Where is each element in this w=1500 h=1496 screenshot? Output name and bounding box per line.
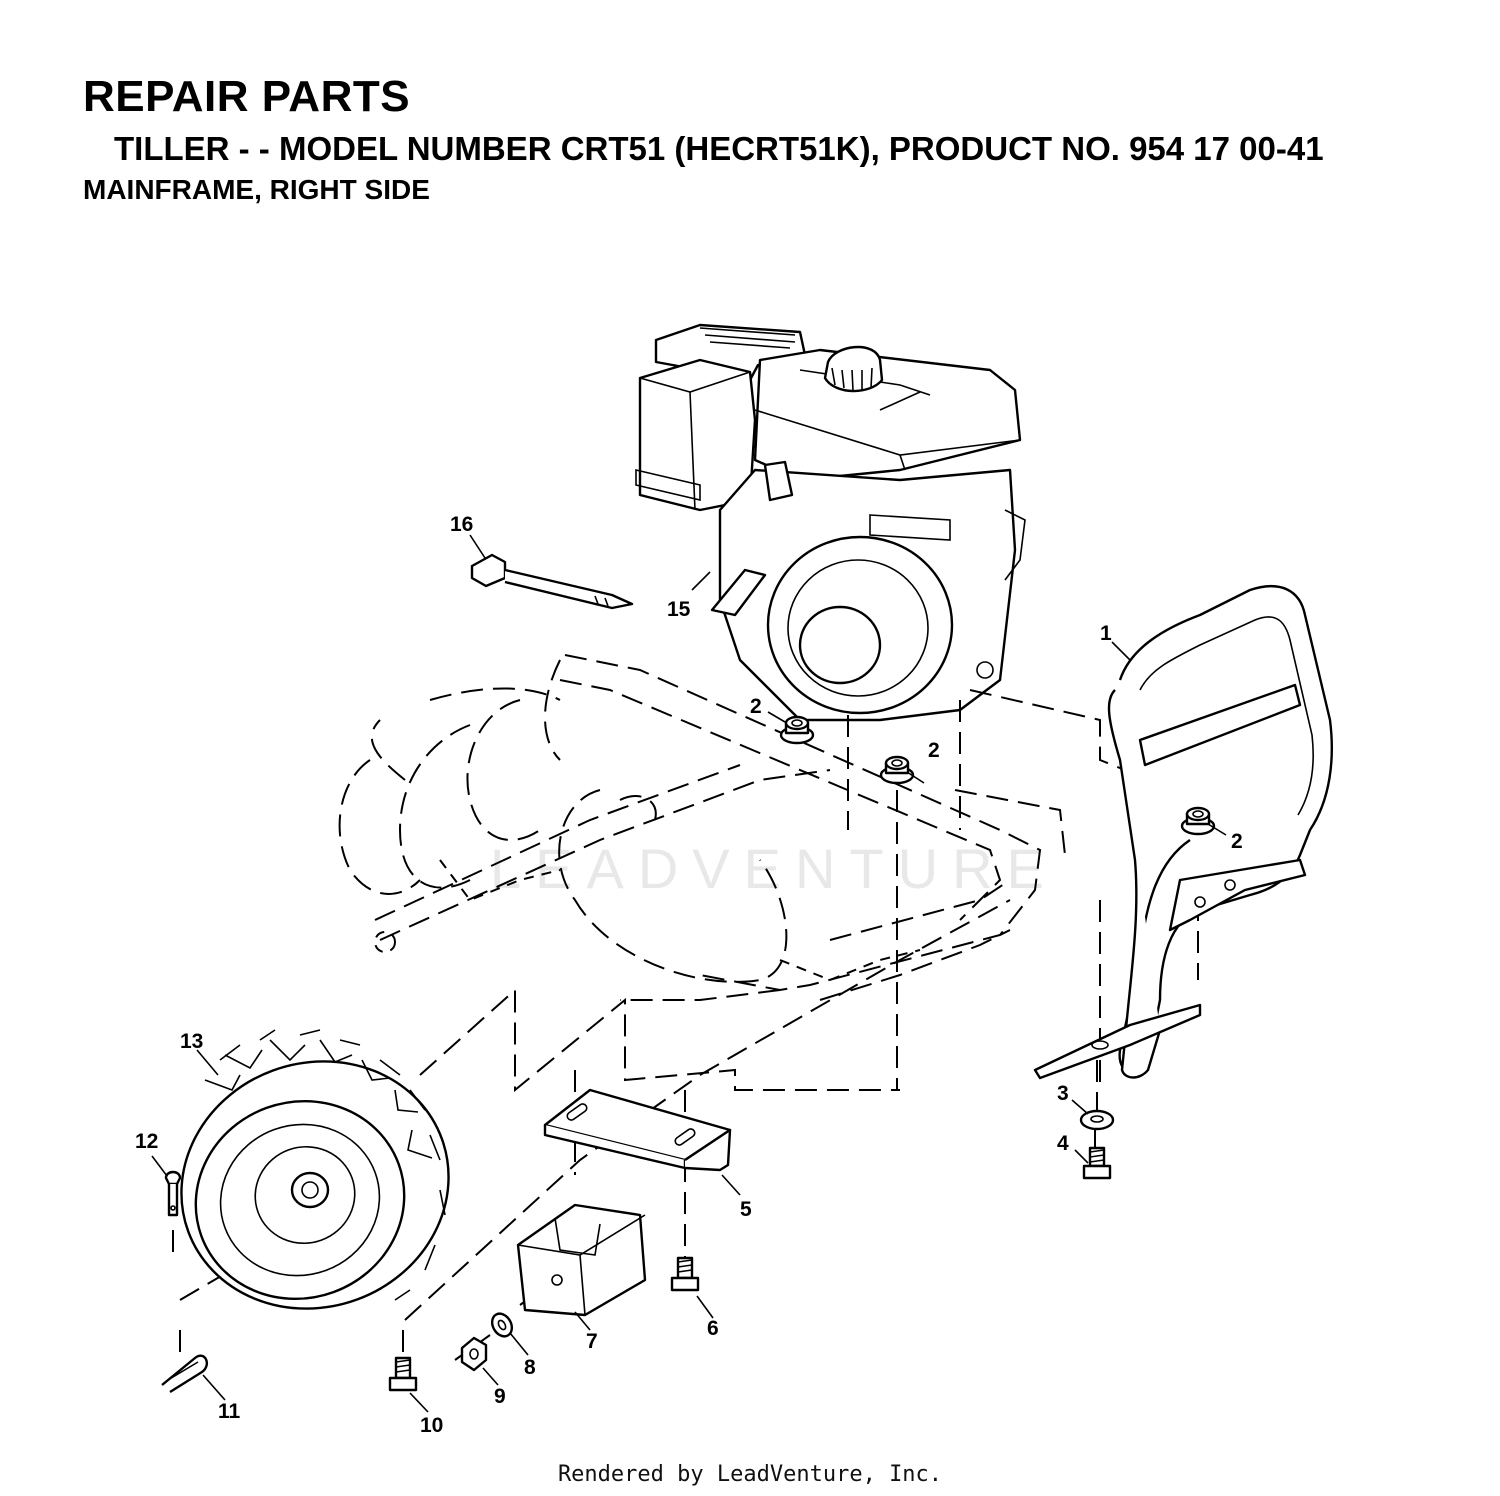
page-title: REPAIR PARTS	[83, 72, 411, 121]
callout-1: 1	[1100, 622, 1112, 645]
part-15-marker	[691, 571, 711, 591]
callout-4: 4	[1057, 1132, 1069, 1155]
callout-10: 10	[420, 1414, 443, 1437]
callout-5: 5	[740, 1198, 752, 1221]
engine	[635, 323, 1026, 722]
callout-7: 7	[586, 1330, 598, 1353]
part-6-bolt	[670, 1256, 700, 1292]
tiller-frame-reference	[338, 654, 1066, 1001]
part-13-wheel	[180, 1029, 450, 1310]
callout-2c: 2	[1231, 830, 1243, 853]
footer-credit: Rendered by LeadVenture, Inc.	[557, 1462, 943, 1487]
part-11-hairpin-clip	[161, 1354, 209, 1394]
callout-6: 6	[707, 1317, 719, 1340]
part-3-washer	[1079, 1109, 1115, 1131]
part-4-bolt	[1082, 1146, 1112, 1180]
callout-labels: 1 2 2 2 3 4 5 6 7 8 9 10 11 12 13 15 16	[135, 513, 1243, 1437]
callout-2b: 2	[928, 739, 940, 762]
part-5-bracket	[543, 1088, 732, 1172]
part-12-clevis-pin	[164, 1170, 182, 1217]
part-7-block	[516, 1203, 647, 1317]
callout-12: 12	[135, 1130, 158, 1153]
part-8-lock-washer	[490, 1312, 514, 1338]
section-title: MAINFRAME, RIGHT SIDE	[83, 174, 430, 205]
part-10-bolt	[388, 1356, 418, 1392]
callout-15: 15	[667, 598, 691, 621]
part-16-cable-tie	[470, 553, 634, 610]
part-9-nut	[460, 1336, 488, 1372]
callout-3: 3	[1057, 1082, 1069, 1105]
callout-11: 11	[218, 1400, 241, 1423]
callout-13: 13	[180, 1030, 203, 1053]
model-subtitle: TILLER - - MODEL NUMBER CRT51 (HECRT51K)…	[114, 130, 1324, 167]
callout-16: 16	[450, 513, 473, 536]
callout-8: 8	[524, 1356, 536, 1379]
part-1-bumper-frame	[1033, 585, 1333, 1080]
callout-9: 9	[494, 1385, 506, 1408]
callout-2a: 2	[750, 695, 762, 718]
leader-lines	[151, 534, 1227, 1413]
